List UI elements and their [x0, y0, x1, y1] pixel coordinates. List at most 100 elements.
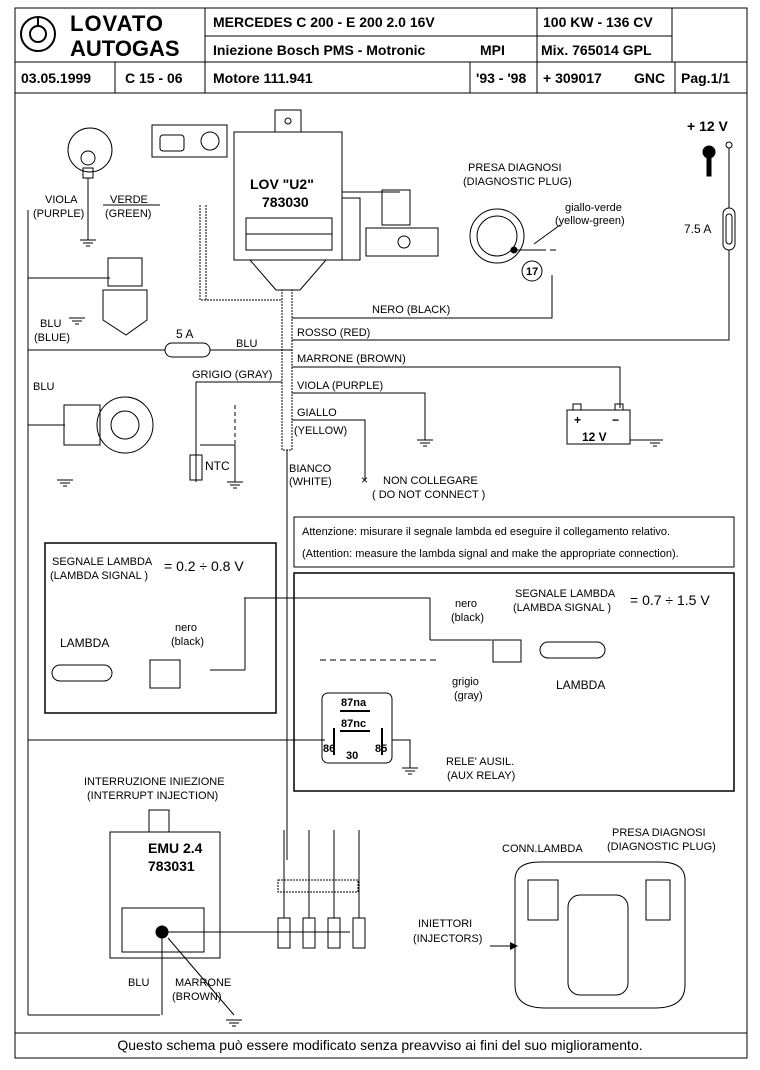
diagnostic-plug-label-en: (DIAGNOSTIC PLUG)	[463, 176, 572, 188]
injection-system: Iniezione Bosch PMS - Motronic	[213, 42, 426, 58]
ntc-label: NTC	[205, 459, 230, 473]
relay-85-label: 85	[375, 743, 388, 755]
nero-right-label: nero	[455, 598, 478, 610]
blu-label: BLU	[40, 318, 62, 330]
yellow-green-label-en: (yellow-green)	[555, 215, 625, 227]
brown-bottom-label: (BROWN)	[172, 991, 222, 1003]
bianco-label: BIANCO	[289, 463, 332, 475]
lambda-range-right: = 0.7 ÷ 1.5 V	[630, 592, 710, 608]
giallo-label: GIALLO	[297, 407, 337, 419]
lambda-range-left: = 0.2 ÷ 0.8 V	[164, 558, 244, 574]
blu-line-label: BLU	[236, 338, 258, 350]
lambda-signal-left-label: SEGNALE LAMBDA	[52, 556, 153, 568]
ecu-code: 783030	[262, 194, 309, 210]
battery-plus-label: +	[574, 413, 582, 427]
nero-left-label: nero	[175, 622, 198, 634]
car-top-view-icon	[514, 861, 686, 1009]
diagnostic-plug-label: PRESA DIAGNOSI	[468, 162, 562, 174]
fuse-5a-icon	[164, 342, 211, 358]
brand-top: LOVATO	[70, 11, 164, 36]
mix-code: Mix. 765014 GPL	[541, 42, 652, 58]
ecu-name: LOV "U2"	[250, 176, 314, 192]
switch-icon	[151, 124, 228, 158]
green-label: (GREEN)	[105, 208, 152, 220]
conn-lambda-label: CONN.LAMBDA	[502, 843, 583, 855]
verde-label: VERDE	[110, 194, 148, 206]
gnc-label: GNC	[634, 70, 666, 86]
pin-17-label: 17	[526, 266, 539, 278]
viola-label: VIOLA	[45, 194, 78, 206]
petrol-solenoid-icon	[365, 189, 439, 257]
lovato-logo-icon	[20, 16, 56, 52]
diagnostic-plug-bottom-label-en: (DIAGNOSTIC PLUG)	[607, 841, 716, 853]
attention-box	[293, 516, 735, 568]
emu-code: 783031	[148, 858, 195, 874]
lambda-right-label: LAMBDA	[556, 678, 606, 692]
fuse-5a-label: 5 A	[176, 327, 194, 341]
do-not-connect-label: ( DO NOT CONNECT )	[372, 489, 486, 501]
scheme-code: C 15 - 06	[125, 70, 183, 86]
emu-box	[109, 809, 221, 959]
aux-relay-label: RELE' AUSIL.	[446, 756, 515, 768]
relay-87na-label: 87na	[341, 697, 367, 709]
battery-voltage-label: 12 V	[582, 430, 607, 444]
purple-label: (PURPLE)	[33, 208, 85, 220]
distributor-icon	[67, 127, 113, 179]
battery-minus-label: −	[612, 413, 620, 427]
lambda-signal-right-label-en: (LAMBDA SIGNAL )	[513, 602, 612, 614]
part-number: + 309017	[543, 70, 602, 86]
marrone-bottom-label: MARRONE	[175, 977, 232, 989]
vehicle-power: 100 KW - 136 CV	[543, 14, 653, 30]
relay-86-label: 86	[323, 743, 336, 755]
black-right-label: (black)	[451, 612, 485, 624]
attention-text-en: (Attention: measure the lambda signal an…	[302, 548, 679, 560]
lambda-box-right	[293, 572, 735, 792]
engine-code: Motore 111.941	[213, 70, 313, 86]
gas-valve-icon	[102, 257, 148, 336]
lambda-left-label: LAMBDA	[60, 636, 110, 650]
grigio-right-label: grigio	[452, 676, 479, 688]
page-number: Pag.1/1	[681, 70, 731, 86]
x-mark: ×	[361, 473, 369, 487]
diagnostic-plug-bottom-label: PRESA DIAGNOSI	[612, 827, 706, 839]
nero-black-label: NERO (BLACK)	[372, 304, 451, 316]
ntc-sensor-icon	[189, 454, 203, 481]
lambda-box-left	[44, 542, 277, 714]
battery-icon	[566, 403, 631, 445]
years: '93 - '98	[476, 70, 527, 86]
rosso-red-label: ROSSO (RED)	[297, 327, 371, 339]
injectors-label: INIETTORI	[418, 918, 473, 930]
non-collegare-label: NON COLLEGARE	[383, 475, 478, 487]
aux-relay-icon	[321, 692, 393, 764]
gray-right-label: (gray)	[454, 690, 483, 702]
marrone-brown-label: MARRONE (BROWN)	[297, 353, 406, 365]
fuse-7-5a-icon	[722, 207, 736, 251]
lambda-sensor-right-icon	[492, 639, 606, 663]
diagnostic-plug-icon	[469, 208, 543, 282]
yellow-label: (YELLOW)	[294, 425, 348, 437]
black-left-label: (black)	[171, 636, 205, 648]
emu-name: EMU 2.4	[148, 840, 203, 856]
attention-text-it: Attenzione: misurare il segnale lambda e…	[302, 526, 671, 538]
vehicle-model: MERCEDES C 200 - E 200 2.0 16V	[213, 14, 435, 30]
injectors-icon	[277, 830, 366, 949]
blu-reducer-label: BLU	[33, 381, 55, 393]
date: 03.05.1999	[21, 70, 92, 86]
interrupt-injection-label: INTERRUZIONE INIEZIONE	[84, 776, 225, 788]
relay-87nc-label: 87nc	[341, 718, 367, 730]
blu-bottom-label: BLU	[128, 977, 150, 989]
plus-12v-label: + 12 V	[687, 118, 728, 134]
white-label: (WHITE)	[289, 476, 332, 488]
lambda-sensor-left-icon	[51, 659, 181, 689]
ignition-key-icon	[702, 145, 716, 177]
blue-label: (BLUE)	[34, 332, 71, 344]
aux-relay-label-en: (AUX RELAY)	[447, 770, 516, 782]
injectors-label-en: (INJECTORS)	[413, 933, 483, 945]
injection-type: MPI	[480, 42, 505, 58]
lambda-signal-left-label-en: (LAMBDA SIGNAL )	[50, 570, 149, 582]
fuse-7-5a-label: 7.5 A	[684, 222, 712, 236]
yellow-green-label: giallo-verde	[565, 202, 622, 214]
grigio-gray-label: GRIGIO (GRAY)	[192, 369, 273, 381]
reducer-icon	[63, 396, 154, 454]
